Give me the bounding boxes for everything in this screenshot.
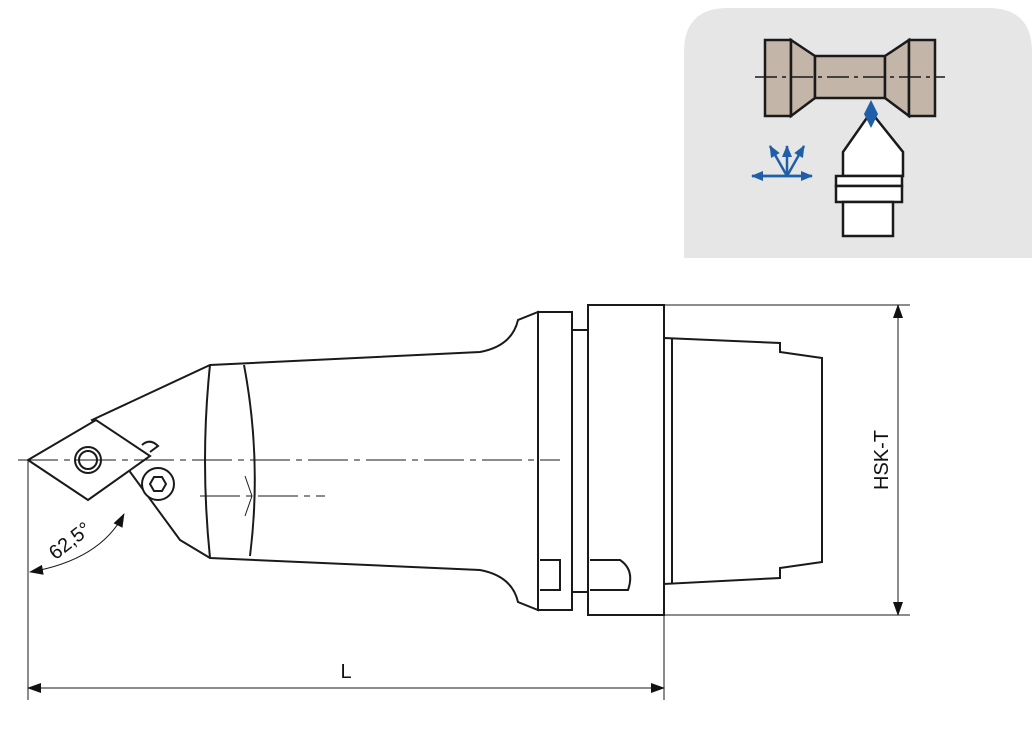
length-label: L [340,661,351,683]
feed-direction-arrows-icon [751,145,813,181]
insert-highlight-icon [864,100,878,128]
dimension-lines [27,304,910,700]
clamp-pin [141,440,160,453]
collar-notch [540,559,561,591]
turning-tool-icon [834,109,905,238]
tool-holder-body [90,304,823,616]
flange-notch [590,559,632,591]
angle-arc [29,513,125,575]
hsk-taper [663,336,823,586]
operation-inset [684,8,1032,258]
head-front-face [204,364,211,559]
holder-cone [90,310,539,612]
collar-ring [537,311,573,611]
angle-label: 62,5° [45,518,96,564]
flange [587,304,665,616]
hex-socket-icon [148,476,168,492]
centerlines [18,459,560,517]
interface-label: HSK-T [871,430,893,490]
